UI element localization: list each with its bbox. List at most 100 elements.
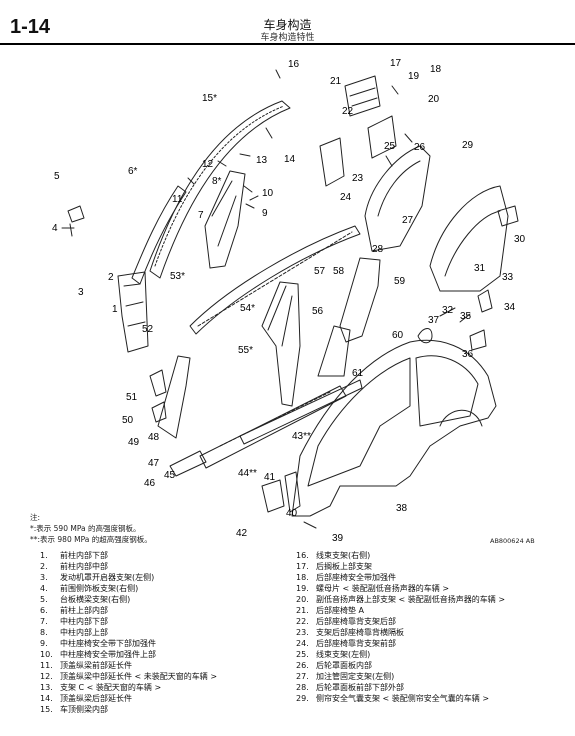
- legend-item-number: 21.: [296, 606, 309, 615]
- legend-item-text: 线束支架(右侧): [316, 551, 371, 560]
- legend-item-text: 后部座椅垫 A: [316, 606, 365, 615]
- callout-label: 46: [144, 478, 156, 489]
- callout-label: 40: [286, 508, 298, 519]
- callout-label: 36: [462, 349, 474, 360]
- legend-item-number: 9.: [40, 639, 48, 648]
- legend-item-number: 28.: [296, 683, 309, 692]
- legend-item: 9. 中柱座椅安全带下部加强件: [40, 638, 290, 649]
- legend-item-number: 25.: [296, 650, 309, 659]
- body-side-outer: [291, 339, 497, 517]
- callout-label: 59: [394, 276, 406, 287]
- notes: 注: *:表示 590 MPa 的高强度钢板。 **:表示 980 MPa 的超…: [30, 512, 152, 545]
- callout-label: 61: [352, 368, 364, 379]
- callout-label: 26: [414, 142, 426, 153]
- legend-item-text: 车顶侧梁内部: [60, 705, 108, 714]
- side-sill-reinforcement: [199, 385, 347, 469]
- legend-item-text: 前柱内部下部: [60, 551, 108, 560]
- center-pillar-outer: [261, 281, 301, 407]
- legend-item-number: 7.: [40, 617, 48, 626]
- callout-label: 22: [342, 106, 354, 117]
- legend-item-text: 后部座椅靠背支架后部: [316, 617, 396, 626]
- legend-item-text: 后搁板上部支架: [316, 562, 372, 571]
- callout-label: 13: [256, 155, 268, 166]
- legend-item-number: 15.: [40, 705, 53, 714]
- center-pillar-inner: [204, 170, 246, 269]
- legend-item-number: 2.: [40, 562, 48, 571]
- legend-item-number: 18.: [296, 573, 309, 582]
- callout-label: 35: [460, 311, 472, 322]
- legend-item-text: 后轮罩面板内部: [316, 661, 372, 670]
- legend-item: 5.台板横梁支架(右侧): [40, 594, 290, 605]
- legend-item: 2.前柱内部中部: [40, 561, 290, 572]
- callout-label: 15*: [202, 93, 217, 104]
- legend-item-number: 4.: [40, 584, 48, 593]
- legend-item: 15. 车顶侧梁内部: [40, 704, 290, 715]
- rear-shelf-bracket: [344, 75, 381, 117]
- front-pillar-upper-inner: [131, 185, 187, 285]
- callout-label: 8*: [212, 176, 222, 187]
- legend-item-number: 20.: [296, 595, 309, 604]
- callout-label: 37: [428, 315, 440, 326]
- legend-item-number: 24.: [296, 639, 309, 648]
- legend-item-text: 前围侧饰板支架(右侧): [60, 584, 139, 593]
- legend-item: 28.后轮罩面板前部下部外部: [296, 682, 571, 693]
- callout-label: 57: [314, 266, 326, 277]
- callout-label: 52: [142, 324, 154, 335]
- callout-label: 38: [396, 503, 408, 514]
- legend-item-text: 支架 C < 装配天窗的车辆 >: [60, 683, 162, 692]
- callout-label: 43**: [292, 431, 311, 442]
- legend-item: 1. 前柱内部下部: [40, 550, 290, 561]
- note-590mpa: *:表示 590 MPa 的高强度钢板。: [30, 524, 141, 533]
- legend-item-number: 22.: [296, 617, 309, 626]
- callout-label: 11: [172, 194, 183, 205]
- legend-item-text: 副低音扬声器上部支架 < 装配副低音扬声器的车辆 >: [316, 595, 506, 604]
- callout-label: 27: [402, 215, 414, 226]
- callout-label: 2: [108, 272, 114, 283]
- callout-label: 7: [198, 210, 204, 221]
- legend-item: 20. 副低音扬声器上部支架 < 装配副低音扬声器的车辆 >: [296, 594, 571, 605]
- page-title: 车身构造: [263, 18, 312, 32]
- notes-prefix: 注:: [30, 513, 41, 522]
- callout-label: 14: [284, 154, 296, 165]
- legend-item-number: 8.: [40, 628, 48, 637]
- callout-label: 30: [514, 234, 526, 245]
- legend-item-text: 中柱座椅安全带加强件上部: [60, 650, 156, 659]
- legend-item-number: 10.: [40, 650, 53, 659]
- legend-item: 3.发动机罩开启器支架(左侧): [40, 572, 290, 583]
- legend-item-text: 后部座椅靠背支架前部: [316, 639, 396, 648]
- legend-item-number: 27.: [296, 672, 309, 681]
- rear-quarter-inner: [339, 257, 381, 343]
- page-number: 1-14: [10, 16, 51, 38]
- legend-item: 4. 前围侧饰板支架(右侧): [40, 583, 290, 594]
- legend-item: 11.顶盖纵梁前部延长件: [40, 660, 290, 671]
- legend-item-text: 台板横梁支架(右侧): [60, 595, 131, 604]
- callout-label: 6*: [128, 166, 138, 177]
- front-pillar-lower-outer: [157, 355, 191, 439]
- legend-item: 14. 顶盖纵梁后部延长件: [40, 693, 290, 704]
- callout-label: 24: [340, 192, 352, 203]
- legend-item: 16.线束支架(右侧): [296, 550, 571, 561]
- callout-labels: 1 2 3 4 5 6* 7 8* 9 10 11 12 13 14 15* 1…: [52, 58, 526, 544]
- callout-label: 20: [428, 94, 440, 105]
- legend-item-text: 加注管固定支架(左侧): [316, 672, 395, 681]
- legend-item-text: 发动机罩开启器支架(左侧): [60, 573, 155, 582]
- legend-item-number: 1.: [40, 551, 48, 560]
- legend-item-text: 中柱座椅安全带下部加强件: [60, 639, 156, 648]
- callout-label: 39: [332, 533, 344, 544]
- callout-label: 56: [312, 306, 324, 317]
- legend-item-number: 11.: [40, 661, 53, 670]
- callout-label: 41: [264, 472, 276, 483]
- legend-item: 26. 后轮罩面板内部: [296, 660, 571, 671]
- callout-label: 50: [122, 415, 134, 426]
- quarter-panel-inner: [429, 185, 509, 292]
- legend-item-text: 顶盖纵梁后部延长件: [60, 694, 132, 703]
- callout-label: 16: [288, 59, 300, 70]
- callout-label: 12: [202, 159, 214, 170]
- legend-item-number: 13.: [40, 683, 53, 692]
- callout-label: 29: [462, 140, 474, 151]
- legend-item-number: 26.: [296, 661, 309, 670]
- callout-label: 55*: [238, 345, 253, 356]
- legend-item-number: 14.: [40, 694, 53, 703]
- legend-item: 29.侧帘安全气囊支架 < 装配侧帘安全气囊的车辆 >: [296, 693, 571, 704]
